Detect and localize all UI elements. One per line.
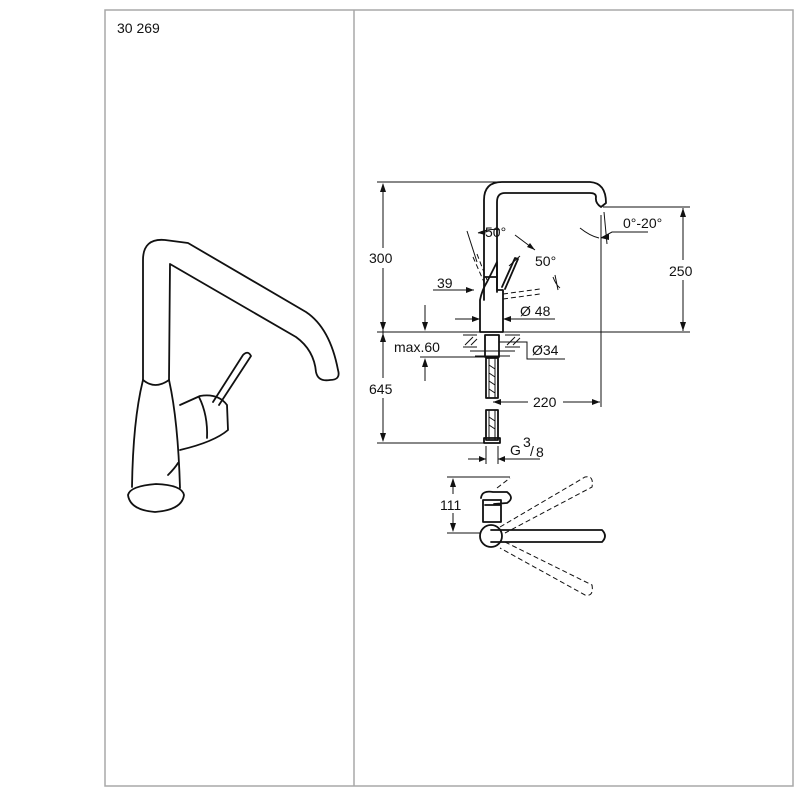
dim-connection-den: 8 xyxy=(536,444,544,460)
dim-spout-tilt: 0°-20° xyxy=(623,215,662,231)
dim-lever-angle-2: 50° xyxy=(535,253,556,269)
dim-hole-diameter: Ø34 xyxy=(532,342,559,358)
dim-max-deck: max.60 xyxy=(394,339,440,355)
dim-below-deck: 645 xyxy=(369,381,393,397)
fraction-slash: / xyxy=(530,443,534,459)
dim-spout-height: 250 xyxy=(669,263,693,279)
countertop-section xyxy=(463,334,521,444)
product-number: 30 269 xyxy=(117,20,160,36)
dim-spout-reach: 220 xyxy=(533,394,557,410)
dim-lever-angle-1: 50° xyxy=(485,224,506,240)
dim-top-view-height: 111 xyxy=(440,497,461,513)
faucet-side-view-drawing: 300 645 250 max.60 39 Ø 48 Ø34 220 50° 5… xyxy=(369,181,693,464)
faucet-top-view-drawing: 111 xyxy=(440,476,606,596)
dim-body-diameter: Ø 48 xyxy=(520,303,551,319)
dim-lever-offset: 39 xyxy=(437,275,453,291)
dim-total-height: 300 xyxy=(369,250,393,266)
dim-connection: G xyxy=(510,442,521,458)
sheet-frame xyxy=(104,9,794,787)
dim-connection-num: 3 xyxy=(523,434,531,450)
faucet-perspective-illustration xyxy=(127,238,340,513)
